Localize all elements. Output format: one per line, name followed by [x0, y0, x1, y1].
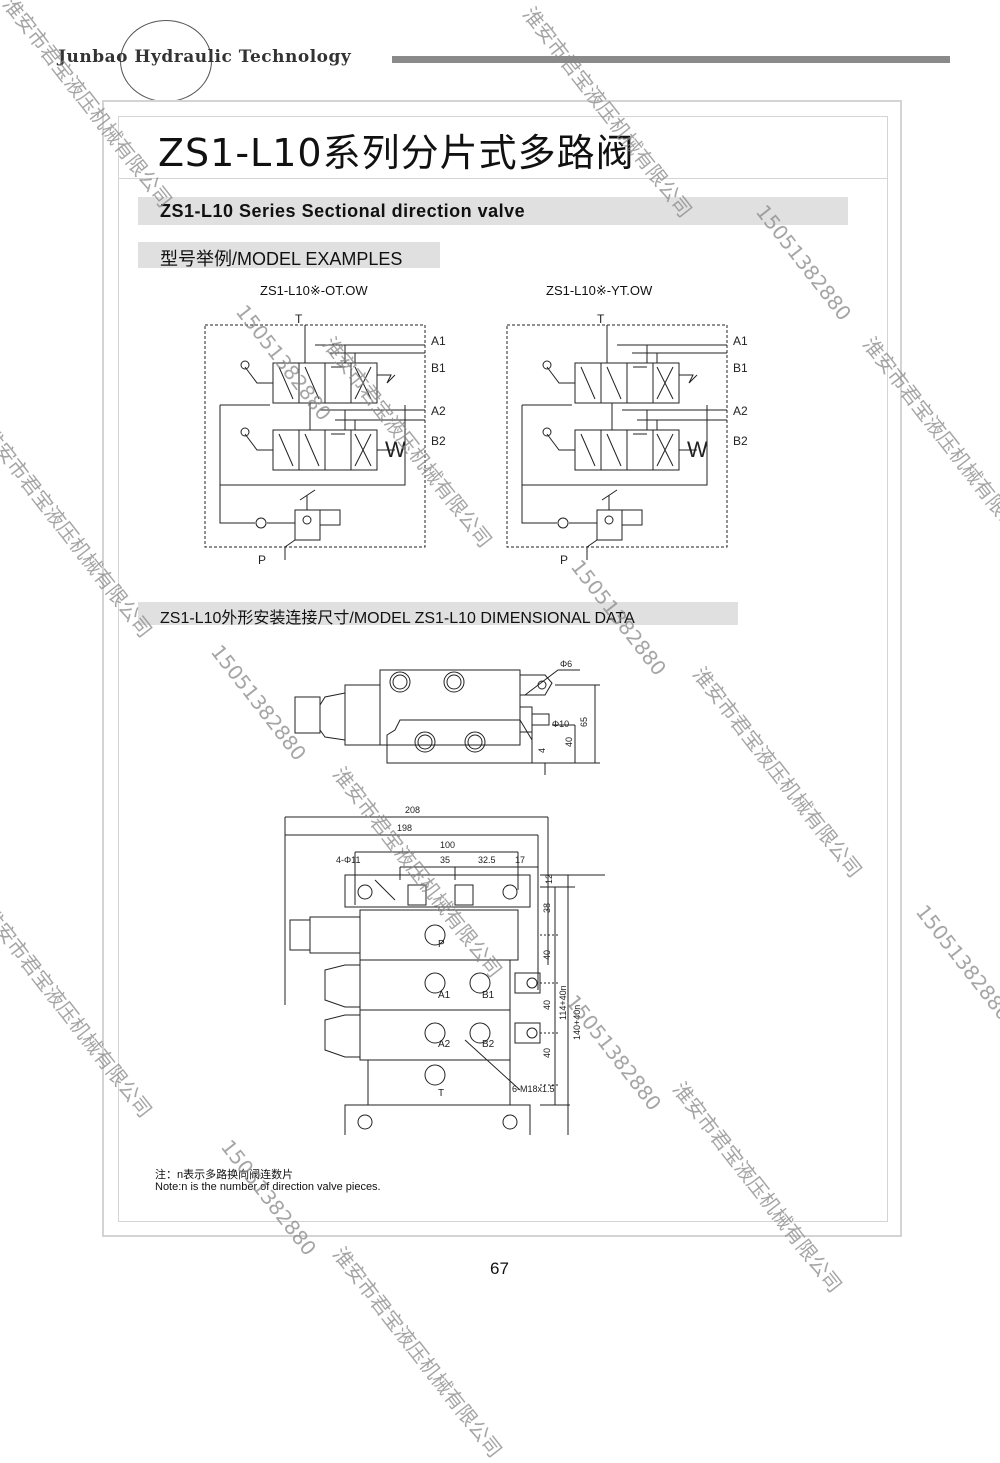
spring-symbol: W: [385, 437, 406, 462]
note-english: Note:n is the number of direction valve …: [155, 1181, 381, 1193]
port-B2: B2: [482, 1039, 495, 1050]
dim-100: 100: [440, 840, 455, 850]
spring-symbol: W: [687, 437, 708, 462]
dim-4: 4: [537, 748, 547, 753]
dim-12: 12: [544, 874, 554, 884]
watermark-text: 淮安市君宝液压机械有限公司: [327, 1242, 507, 1463]
dim-40-side: 40: [564, 737, 574, 747]
dim-17: 17: [515, 855, 525, 865]
dim-40-c: 40: [542, 1048, 552, 1058]
model-label-1: ZS1-L10※-OT.OW: [260, 283, 368, 298]
port-P-label: P: [258, 553, 266, 567]
port-T-label: T: [597, 312, 605, 326]
watermark-text: 15051382880: [911, 900, 1000, 1026]
port-P: P: [438, 939, 445, 950]
header-bar: [392, 56, 950, 63]
brand-name: Junbao Hydraulic Technology: [58, 47, 352, 67]
dimensional-drawing: Φ6 Φ10 65 40 4 208 198 100 35 32.5 17: [284, 659, 605, 1135]
page-title: ZS1-L10系列分片式多路阀: [158, 131, 635, 175]
page-number: 67: [490, 1259, 509, 1278]
port-A2-label: A2: [733, 404, 748, 418]
port-A2: A2: [438, 1039, 451, 1050]
model-examples-heading: 型号举例/MODEL EXAMPLES: [138, 242, 440, 269]
dim-140-40n: 140+40n: [572, 1005, 582, 1040]
port-B1-label: B1: [733, 361, 748, 375]
port-A1-label: A1: [431, 334, 446, 348]
dim-phi6: Φ6: [560, 659, 572, 669]
dim-4-holes: 4-Φ11: [336, 855, 361, 865]
port-B1: B1: [482, 990, 495, 1001]
dim-40-a: 40: [542, 950, 552, 960]
dim-208: 208: [405, 805, 420, 815]
section-heading-text: ZS1-L10 Series Sectional direction valve: [160, 201, 526, 221]
content-frame: [118, 116, 888, 1222]
port-T: T: [438, 1088, 444, 1099]
note-chinese: 注：n表示多路换向阀连数片: [155, 1169, 294, 1181]
port-B2-label: B2: [733, 434, 748, 448]
port-T-label: T: [295, 312, 303, 326]
model-examples-heading-text: 型号举例/MODEL EXAMPLES: [160, 249, 403, 269]
dim-114-40n: 114+40n: [558, 985, 568, 1020]
side-view: [294, 669, 600, 775]
port-P-label: P: [560, 553, 568, 567]
dim-phi10: Φ10: [552, 719, 569, 729]
model-label-2: ZS1-L10※-YT.OW: [546, 283, 653, 298]
port-B2-label: B2: [431, 434, 446, 448]
port-A2-label: A2: [431, 404, 446, 418]
dim-38: 38: [542, 903, 552, 913]
dim-198: 198: [397, 823, 412, 833]
front-view: [284, 816, 605, 1135]
port-B1-label: B1: [431, 361, 446, 375]
page-frame: [102, 100, 902, 1237]
dim-32-5: 32.5: [478, 855, 496, 865]
dim-35: 35: [440, 855, 450, 865]
dimensional-heading-text: ZS1-L10外形安装连接尺寸/MODEL ZS1-L10 DIMENSIONA…: [160, 610, 635, 627]
dim-65: 65: [579, 717, 589, 727]
title-divider: [118, 178, 888, 179]
section-heading: ZS1-L10 Series Sectional direction valve: [138, 197, 848, 225]
dimensional-heading: ZS1-L10外形安装连接尺寸/MODEL ZS1-L10 DIMENSIONA…: [138, 602, 738, 627]
dim-thread: 6-M18x1.5: [512, 1084, 555, 1094]
dim-40-b: 40: [542, 1000, 552, 1010]
port-A1-label: A1: [733, 334, 748, 348]
port-A1: A1: [438, 990, 451, 1001]
